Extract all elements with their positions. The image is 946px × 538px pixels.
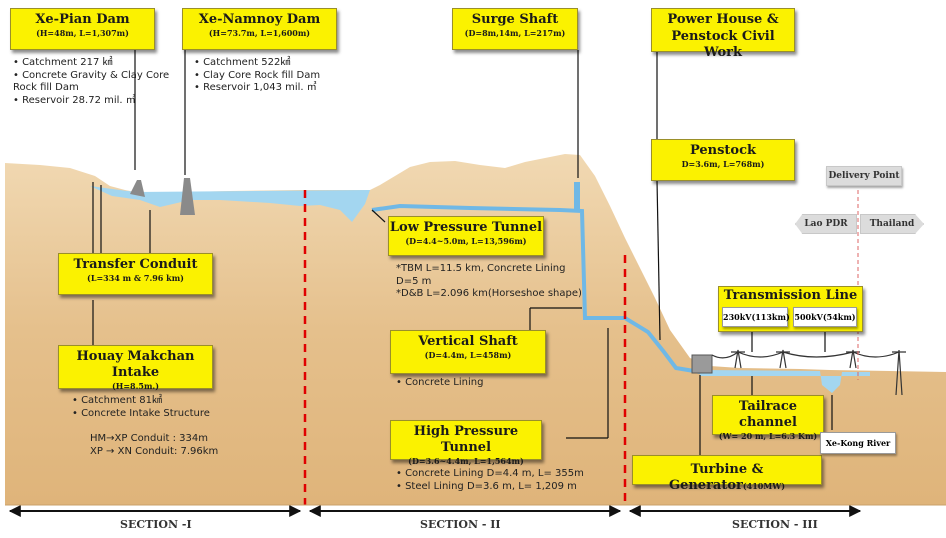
- houay-makchan-box: Houay Makchan Intake (H=8.5m.): [58, 345, 213, 391]
- vertical-shaft-notes: • Concrete Lining: [396, 377, 483, 390]
- surge-shaft: [574, 182, 580, 212]
- note-line: • Reservoir 28.72 mil. ㎥: [13, 94, 136, 106]
- low-pressure-tunnel-box: Low Pressure Tunnel (D=4.4~5.0m, L=13,59…: [388, 216, 544, 256]
- delivery-point-label: Delivery Point: [826, 166, 902, 186]
- tailrace-channel-spec: (W= 20 m, L=6.3 Km): [718, 431, 818, 441]
- note-line: D=5 m: [396, 275, 432, 287]
- reservoir-water: [135, 190, 370, 222]
- note-line: • Clay Core Rock fill Dam: [194, 69, 321, 81]
- houay-notes: • Catchment 81㎢ • Concrete Intake Struct…: [72, 395, 210, 420]
- thailand-label: Thailand: [860, 214, 924, 234]
- transfer-conduit-title: Transfer Conduit: [73, 257, 198, 272]
- transmission-line-title: Transmission Line: [723, 288, 858, 303]
- note-line: HM→XP Conduit : 334m: [90, 433, 208, 444]
- note-line: • Concrete Intake Structure: [72, 407, 210, 419]
- stream: [90, 186, 140, 200]
- xepian-dam: [130, 180, 145, 197]
- kv500-label: 500kV(54km): [793, 307, 857, 327]
- transmission-towers: [711, 349, 906, 396]
- tailrace-channel-box: Tailrace channel (W= 20 m, L=6.3 Km): [712, 395, 824, 441]
- note-line: • Reservoir 1,043 mil. ㎥: [194, 82, 317, 93]
- xekong-river-label: Xe-Kong River: [820, 432, 896, 454]
- xenamnoy-dam-spec: (H=73.7m, L=1,600m): [208, 28, 311, 38]
- surge-shaft-spec: (D=8m,14m, L=217m): [464, 28, 566, 38]
- xenamnoy-dam-box: Xe-Namnoy Dam (H=73.7m, L=1,600m): [182, 8, 337, 50]
- section-3-label: SECTION - III: [732, 518, 818, 531]
- kv230-label: 230kV(113km): [722, 307, 790, 327]
- low-pressure-notes: *TBM L=11.5 km, Concrete Lining D=5 m *D…: [396, 263, 582, 301]
- houay-makchan-spec: (H=8.5m.): [112, 381, 159, 391]
- note-line: • Catchment 522㎢: [194, 57, 291, 68]
- transfer-conduit-box: Transfer Conduit (L=334 m & 7.96 km): [58, 253, 213, 295]
- note-line: • Steel Lining D=3.6 m, L= 1,209 m: [396, 480, 577, 492]
- low-pressure-tunnel-title: Low Pressure Tunnel: [389, 220, 543, 235]
- high-pressure-tunnel-spec: (D=3.6~4.4m, L=1,564m): [408, 456, 524, 466]
- surge-shaft-box: Surge Shaft (D=8m,14m, L=217m): [452, 8, 578, 50]
- note-line: XP → XN Conduit: 7.96km: [90, 445, 219, 457]
- high-pressure-tunnel-box: High Pressure Tunnel (D=3.6~4.4m, L=1,56…: [390, 420, 542, 466]
- xenamnoy-notes: • Catchment 522㎢ • Clay Core Rock fill D…: [194, 57, 320, 95]
- power-house-title-1: Power House &: [667, 12, 779, 27]
- note-line: • Catchment 217 ㎢: [13, 57, 113, 68]
- note-line: • Concrete Lining: [396, 377, 484, 388]
- transfer-conduit-spec: (L=334 m & 7.96 km): [87, 273, 184, 283]
- tailrace-channel-title: Tailrace channel: [738, 399, 798, 430]
- turbine-generator-capacity: (410MW): [742, 481, 785, 491]
- tailrace-water: [700, 370, 870, 393]
- vertical-shaft-spec: (D=4.4m, L=458m): [424, 350, 512, 360]
- section-1-label: SECTION -I: [120, 518, 192, 531]
- xenamnoy-dam-title: Xe-Namnoy Dam: [198, 12, 321, 27]
- vertical-shaft-box: Vertical Shaft (D=4.4m, L=458m): [390, 330, 546, 374]
- high-pressure-tunnel-title: High Pressure Tunnel: [413, 424, 519, 455]
- power-house-title-2: Penstock Civil Work: [671, 29, 775, 60]
- lao-pdr-label: Lao PDR: [795, 214, 857, 234]
- houay-makchan-title: Houay Makchan Intake: [76, 349, 195, 380]
- xepian-dam-box: Xe-Pian Dam (H=48m, L=1,307m): [10, 8, 155, 50]
- low-pressure-tunnel-spec: (D=4.4~5.0m, L=13,596m): [405, 236, 527, 246]
- penstock-title: Penstock: [689, 143, 757, 158]
- terrain: [5, 154, 946, 505]
- turbine-generator-title: Turbine & Generator: [668, 462, 764, 493]
- xepian-notes: • Catchment 217 ㎢ • Concrete Gravity & C…: [13, 57, 169, 107]
- conduit-notes: HM→XP Conduit : 334m XP → XN Conduit: 7.…: [90, 433, 218, 458]
- headrace-tunnel: [371, 203, 701, 374]
- penstock-spec: D=3.6m, L=768m): [681, 159, 765, 169]
- penstock-box: Penstock D=3.6m, L=768m): [651, 139, 795, 181]
- note-line: • Concrete Lining D=4.4 m, L= 355m: [396, 468, 584, 479]
- xepian-dam-spec: (H=48m, L=1,307m): [36, 28, 129, 38]
- surge-shaft-title: Surge Shaft: [471, 12, 559, 27]
- note-line: • Catchment 81㎢: [72, 395, 162, 406]
- note-line: • Concrete Gravity & Clay Core: [13, 69, 170, 81]
- high-pressure-notes: • Concrete Lining D=4.4 m, L= 355m • Ste…: [396, 468, 584, 493]
- xepian-dam-title: Xe-Pian Dam: [35, 12, 130, 27]
- power-house: [691, 354, 713, 374]
- note-line: Rock fill Dam: [13, 82, 79, 93]
- section-2-label: SECTION - II: [420, 518, 501, 531]
- power-house-box: Power House & Penstock Civil Work: [651, 8, 795, 60]
- xenamnoy-dam: [180, 178, 195, 215]
- note-line: *TBM L=11.5 km, Concrete Lining: [396, 263, 566, 274]
- note-line: *D&B L=2.096 km(Horseshoe shape): [396, 288, 582, 299]
- turbine-generator-box: Turbine & Generator(410MW): [632, 455, 822, 493]
- vertical-shaft-title: Vertical Shaft: [418, 334, 518, 349]
